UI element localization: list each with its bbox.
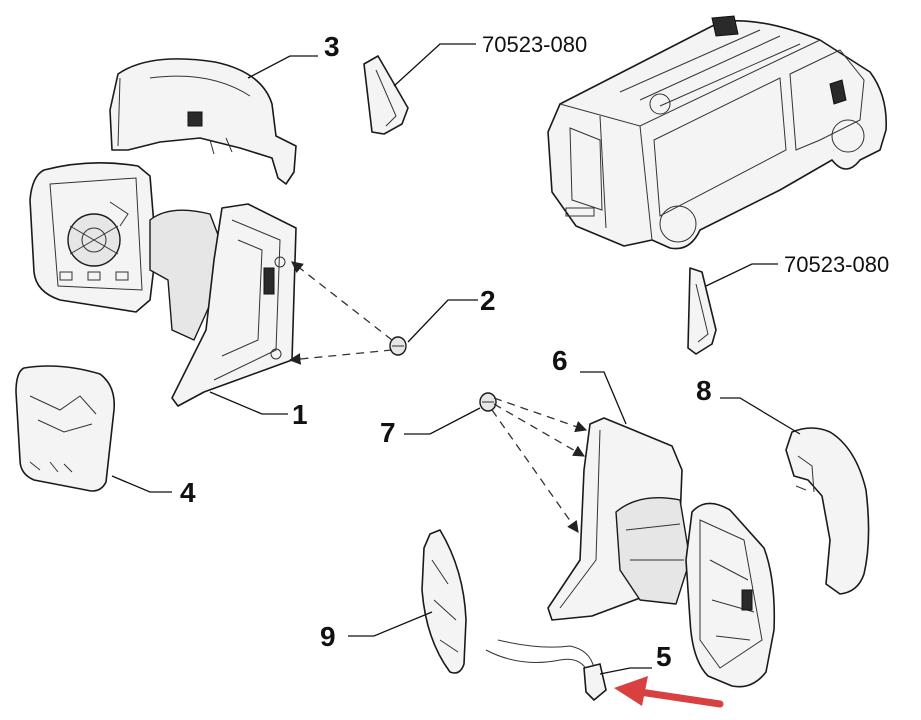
part-8-mirror-cover-right: [785, 427, 870, 595]
trim-piece-top: [363, 55, 409, 135]
callout-code-top: 70523-080: [482, 32, 587, 57]
callout-3: 3: [324, 31, 340, 62]
highlight-arrow: [614, 676, 724, 708]
part-9-mirror-glass-right: [421, 529, 467, 674]
part-1-mirror-housing-left: [29, 162, 297, 407]
assembly-arrows-part-7: [491, 397, 588, 533]
callout-5: 5: [656, 641, 672, 672]
callout-2: 2: [480, 285, 496, 316]
part-5-wire-clip: [485, 639, 607, 701]
van-illustration: [547, 15, 887, 250]
part-2-clip: [389, 336, 407, 356]
callout-8: 8: [696, 375, 712, 406]
part-4-mirror-glass: [15, 365, 116, 492]
part-6-mirror-housing-right: [547, 417, 776, 688]
callout-6: 6: [552, 345, 568, 376]
callout-9: 9: [320, 621, 336, 652]
assembly-arrows-part-2: [288, 261, 393, 365]
part-7-clip: [479, 392, 497, 412]
callout-7: 7: [380, 417, 396, 448]
leader-lines: [111, 43, 801, 675]
callout-1: 1: [292, 399, 308, 430]
callout-code-mid: 70523-080: [784, 252, 889, 277]
part-3-mirror-cover: [109, 58, 297, 185]
trim-piece-mid: [687, 267, 717, 355]
callout-4: 4: [180, 477, 196, 508]
